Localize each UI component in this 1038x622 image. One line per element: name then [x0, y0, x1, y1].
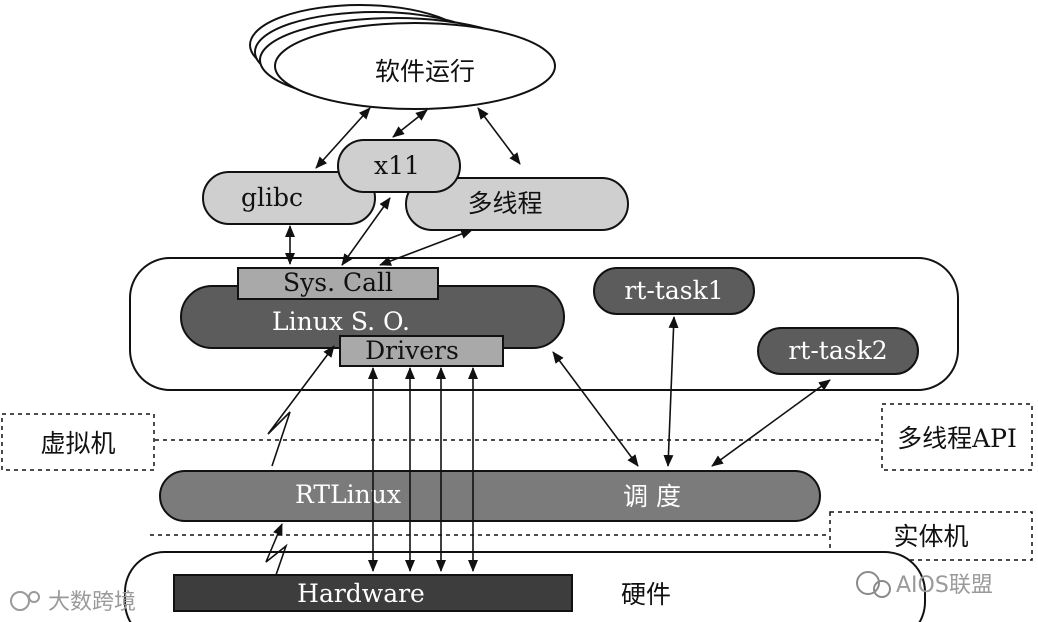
arrow-software-x11 [392, 109, 428, 138]
x11-label: x11 [374, 151, 420, 180]
arrow-software-multithread [477, 107, 521, 165]
watermark-left: 大数跨境 [10, 590, 136, 615]
virtual-machine-label: 虚拟机 [40, 429, 115, 458]
arrows [265, 107, 831, 576]
logo-icon [10, 591, 30, 611]
rt-task1-label: rt-task1 [624, 276, 723, 305]
software-run-label: 软件运行 [375, 57, 475, 86]
rtlinux-node: RTLinux 调 度 [159, 470, 821, 522]
rt-task2-node: rt-task2 [757, 327, 919, 375]
arrow-multithread-syscall [379, 229, 473, 266]
glibc-node: glibc [202, 171, 376, 225]
multithread-api-label: 多线程API [897, 424, 1017, 453]
x11-node: x11 [337, 139, 461, 193]
rt-task2-label: rt-task2 [788, 336, 887, 365]
physical-machine-label: 实体机 [893, 522, 968, 551]
linux-so-label: Linux S. O. [272, 307, 410, 336]
interrupt-bolt-lower [265, 523, 288, 576]
hardware-node [173, 574, 573, 612]
drivers-node: Drivers [339, 335, 504, 367]
hardware-cn-label: 硬件 [621, 580, 671, 609]
interrupt-bolt-upper [267, 345, 335, 467]
scheduler-label: 调 度 [623, 482, 681, 511]
sys-call-label: Sys. Call [283, 268, 393, 297]
multithread-node: 多线程 [405, 177, 629, 231]
sys-call-node: Sys. Call [237, 267, 439, 300]
watermark-right: AIOS联盟 [856, 571, 993, 598]
rt-task1-node: rt-task1 [593, 267, 755, 315]
arrow-rttask2-scheduler [711, 379, 831, 467]
arrow-software-glibc [315, 107, 371, 169]
hardware-label: Hardware [297, 579, 425, 608]
watermark-left-text: 大数跨境 [48, 590, 136, 615]
watermark-right-text: AIOS联盟 [896, 573, 993, 598]
software-run-stack: 软件运行 [249, 4, 556, 110]
arrow-linux-scheduler [552, 351, 639, 467]
arrow-x11-syscall [341, 197, 391, 266]
glibc-label: glibc [241, 183, 303, 212]
drivers-label: Drivers [365, 336, 459, 365]
multithread-api-box: 多线程API [881, 403, 1033, 471]
hardware-container: Hardware 硬件 [124, 551, 926, 622]
wechat-icon [856, 571, 880, 595]
arrow-rttask1-scheduler [663, 316, 679, 467]
rtlinux-label: RTLinux [295, 480, 401, 509]
multithread-label: 多线程 [467, 189, 542, 218]
virtual-machine-box: 虚拟机 [1, 413, 155, 471]
